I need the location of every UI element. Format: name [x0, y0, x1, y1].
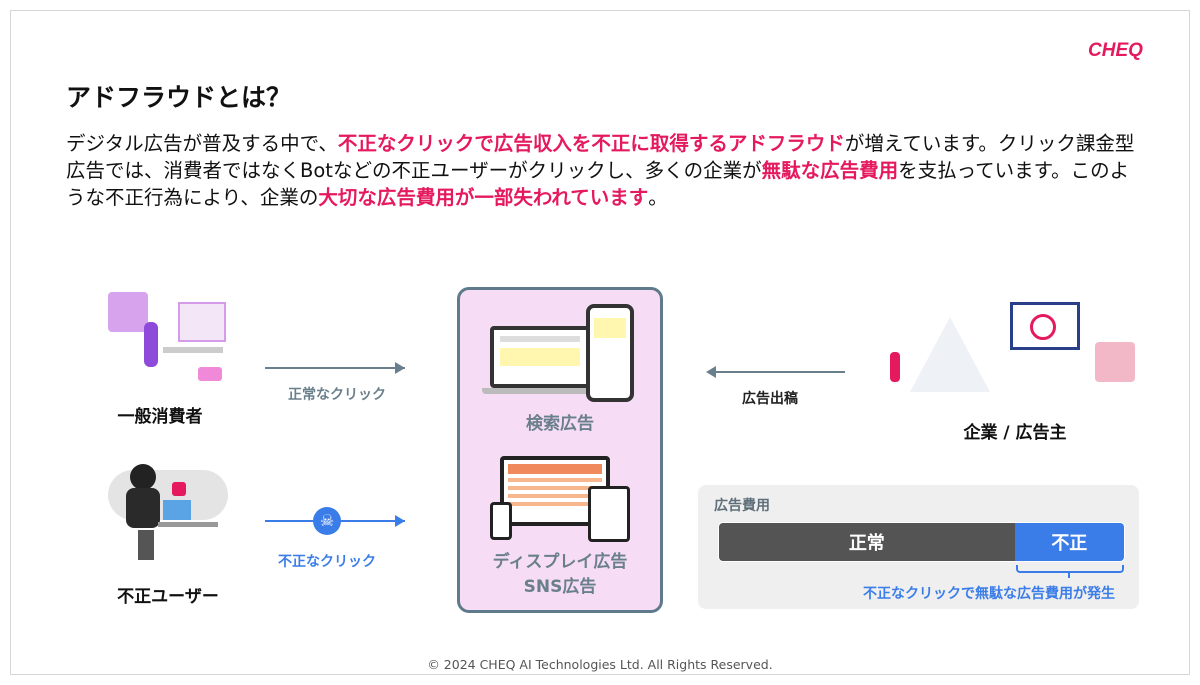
page-title: アドフラウドとは？ — [66, 83, 292, 112]
text: が増えています。クリック課金型広告では、消費者ではなくBotなどの不正ユーザーが… — [66, 132, 1135, 182]
display-ads-label: ディスプレイ広告 — [492, 552, 628, 572]
ad-placement-arrow — [706, 366, 845, 378]
search-ads-illustration — [490, 326, 590, 388]
sns-ads-label: SNS広告 — [523, 577, 597, 597]
ad-placement-label: 広告出稿 — [742, 391, 798, 407]
text: デジタル広告が普及する中で、 — [66, 132, 338, 155]
cheq-logo: CHEQ — [1088, 40, 1143, 61]
highlight: 不正なクリックで広告収入を不正に取得するアドフラウド — [337, 132, 845, 155]
text: を支払っています。このような不正行為により、企業の — [66, 159, 1130, 209]
fraud-user-label: 不正ユーザー — [117, 587, 219, 607]
copyright-footer: © 2024 CHEQ AI Technologies Ltd. All Rig… — [427, 657, 773, 672]
normal-segment: 正常 — [719, 523, 1015, 561]
phone-small — [490, 502, 512, 540]
laptop-base — [482, 388, 598, 394]
intro-paragraph: デジタル広告が普及する中で、不正なクリックで広告収入を不正に取得するアドフラウド… — [66, 130, 1146, 211]
highlight: 大切な広告費用が一部失われています — [318, 186, 649, 209]
ad-cost-box: 広告費用 正常 不正 不正なクリックで無駄な広告費用が発生 — [698, 485, 1139, 609]
fraud-click-label: 不正なクリック — [278, 554, 376, 570]
fraud-bracket — [1016, 565, 1124, 573]
bracket-tick — [1068, 573, 1070, 578]
highlight: 無駄な広告費用 — [761, 159, 899, 182]
skull-icon: ☠ — [313, 507, 341, 535]
advertiser-illustration — [880, 292, 1145, 402]
ad-cost-bar: 正常 不正 — [718, 522, 1125, 562]
slide-frame — [10, 10, 1190, 675]
ad-platform-panel: 検索広告 ディスプレイ広告 SNS広告 — [457, 287, 663, 613]
advertiser-label: 企業 / 広告主 — [963, 423, 1067, 443]
ad-cost-title: 広告費用 — [714, 498, 770, 514]
tablet-small — [588, 486, 630, 542]
phone-illustration — [586, 304, 634, 402]
normal-click-arrow — [265, 362, 405, 374]
search-ads-label: 検索広告 — [526, 414, 594, 434]
text: 。 — [648, 186, 668, 209]
fraud-cost-note: 不正なクリックで無駄な広告費用が発生 — [863, 586, 1115, 602]
fraud-user-illustration — [108, 460, 233, 570]
consumer-label: 一般消費者 — [117, 407, 203, 427]
fraud-segment: 不正 — [1014, 523, 1124, 561]
consumer-illustration — [108, 292, 228, 390]
normal-click-label: 正常なクリック — [288, 387, 386, 403]
